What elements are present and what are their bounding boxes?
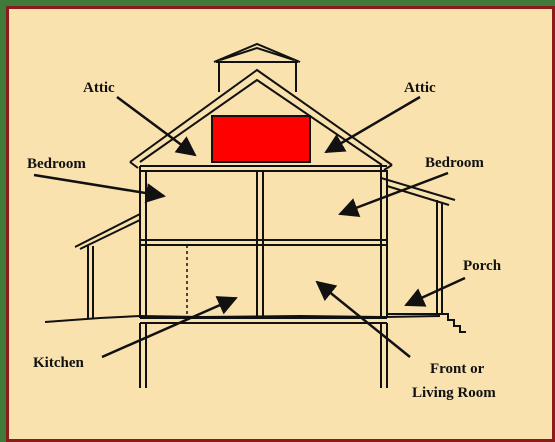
house-structure xyxy=(44,42,466,388)
porch-steps xyxy=(442,313,466,333)
porch-roof xyxy=(380,177,456,201)
arrow-porch xyxy=(404,276,466,307)
attic-highlight xyxy=(211,115,311,163)
arrow-kitchen xyxy=(101,296,238,359)
arrow-front-room xyxy=(315,280,411,358)
label-arrows xyxy=(33,95,466,359)
arrow-bedroom-right xyxy=(338,171,449,217)
main-roof xyxy=(129,68,393,166)
diagram-panel xyxy=(6,6,555,442)
lean-to-roof xyxy=(74,213,141,248)
cupola-roof xyxy=(213,42,301,63)
label-bedroom-right: Bedroom xyxy=(425,155,484,171)
label-front-line2: Living Room xyxy=(412,385,496,401)
arrow-attic-left xyxy=(116,95,197,157)
label-porch: Porch xyxy=(463,258,502,274)
arrow-attic-right xyxy=(324,95,421,154)
label-attic-left: Attic xyxy=(83,80,115,96)
label-kitchen: Kitchen xyxy=(33,355,84,371)
arrow-bedroom-left xyxy=(33,173,166,204)
label-attic-right: Attic xyxy=(404,80,436,96)
label-front-line1: Front or xyxy=(430,361,485,377)
label-bedroom-left: Bedroom xyxy=(27,156,86,172)
